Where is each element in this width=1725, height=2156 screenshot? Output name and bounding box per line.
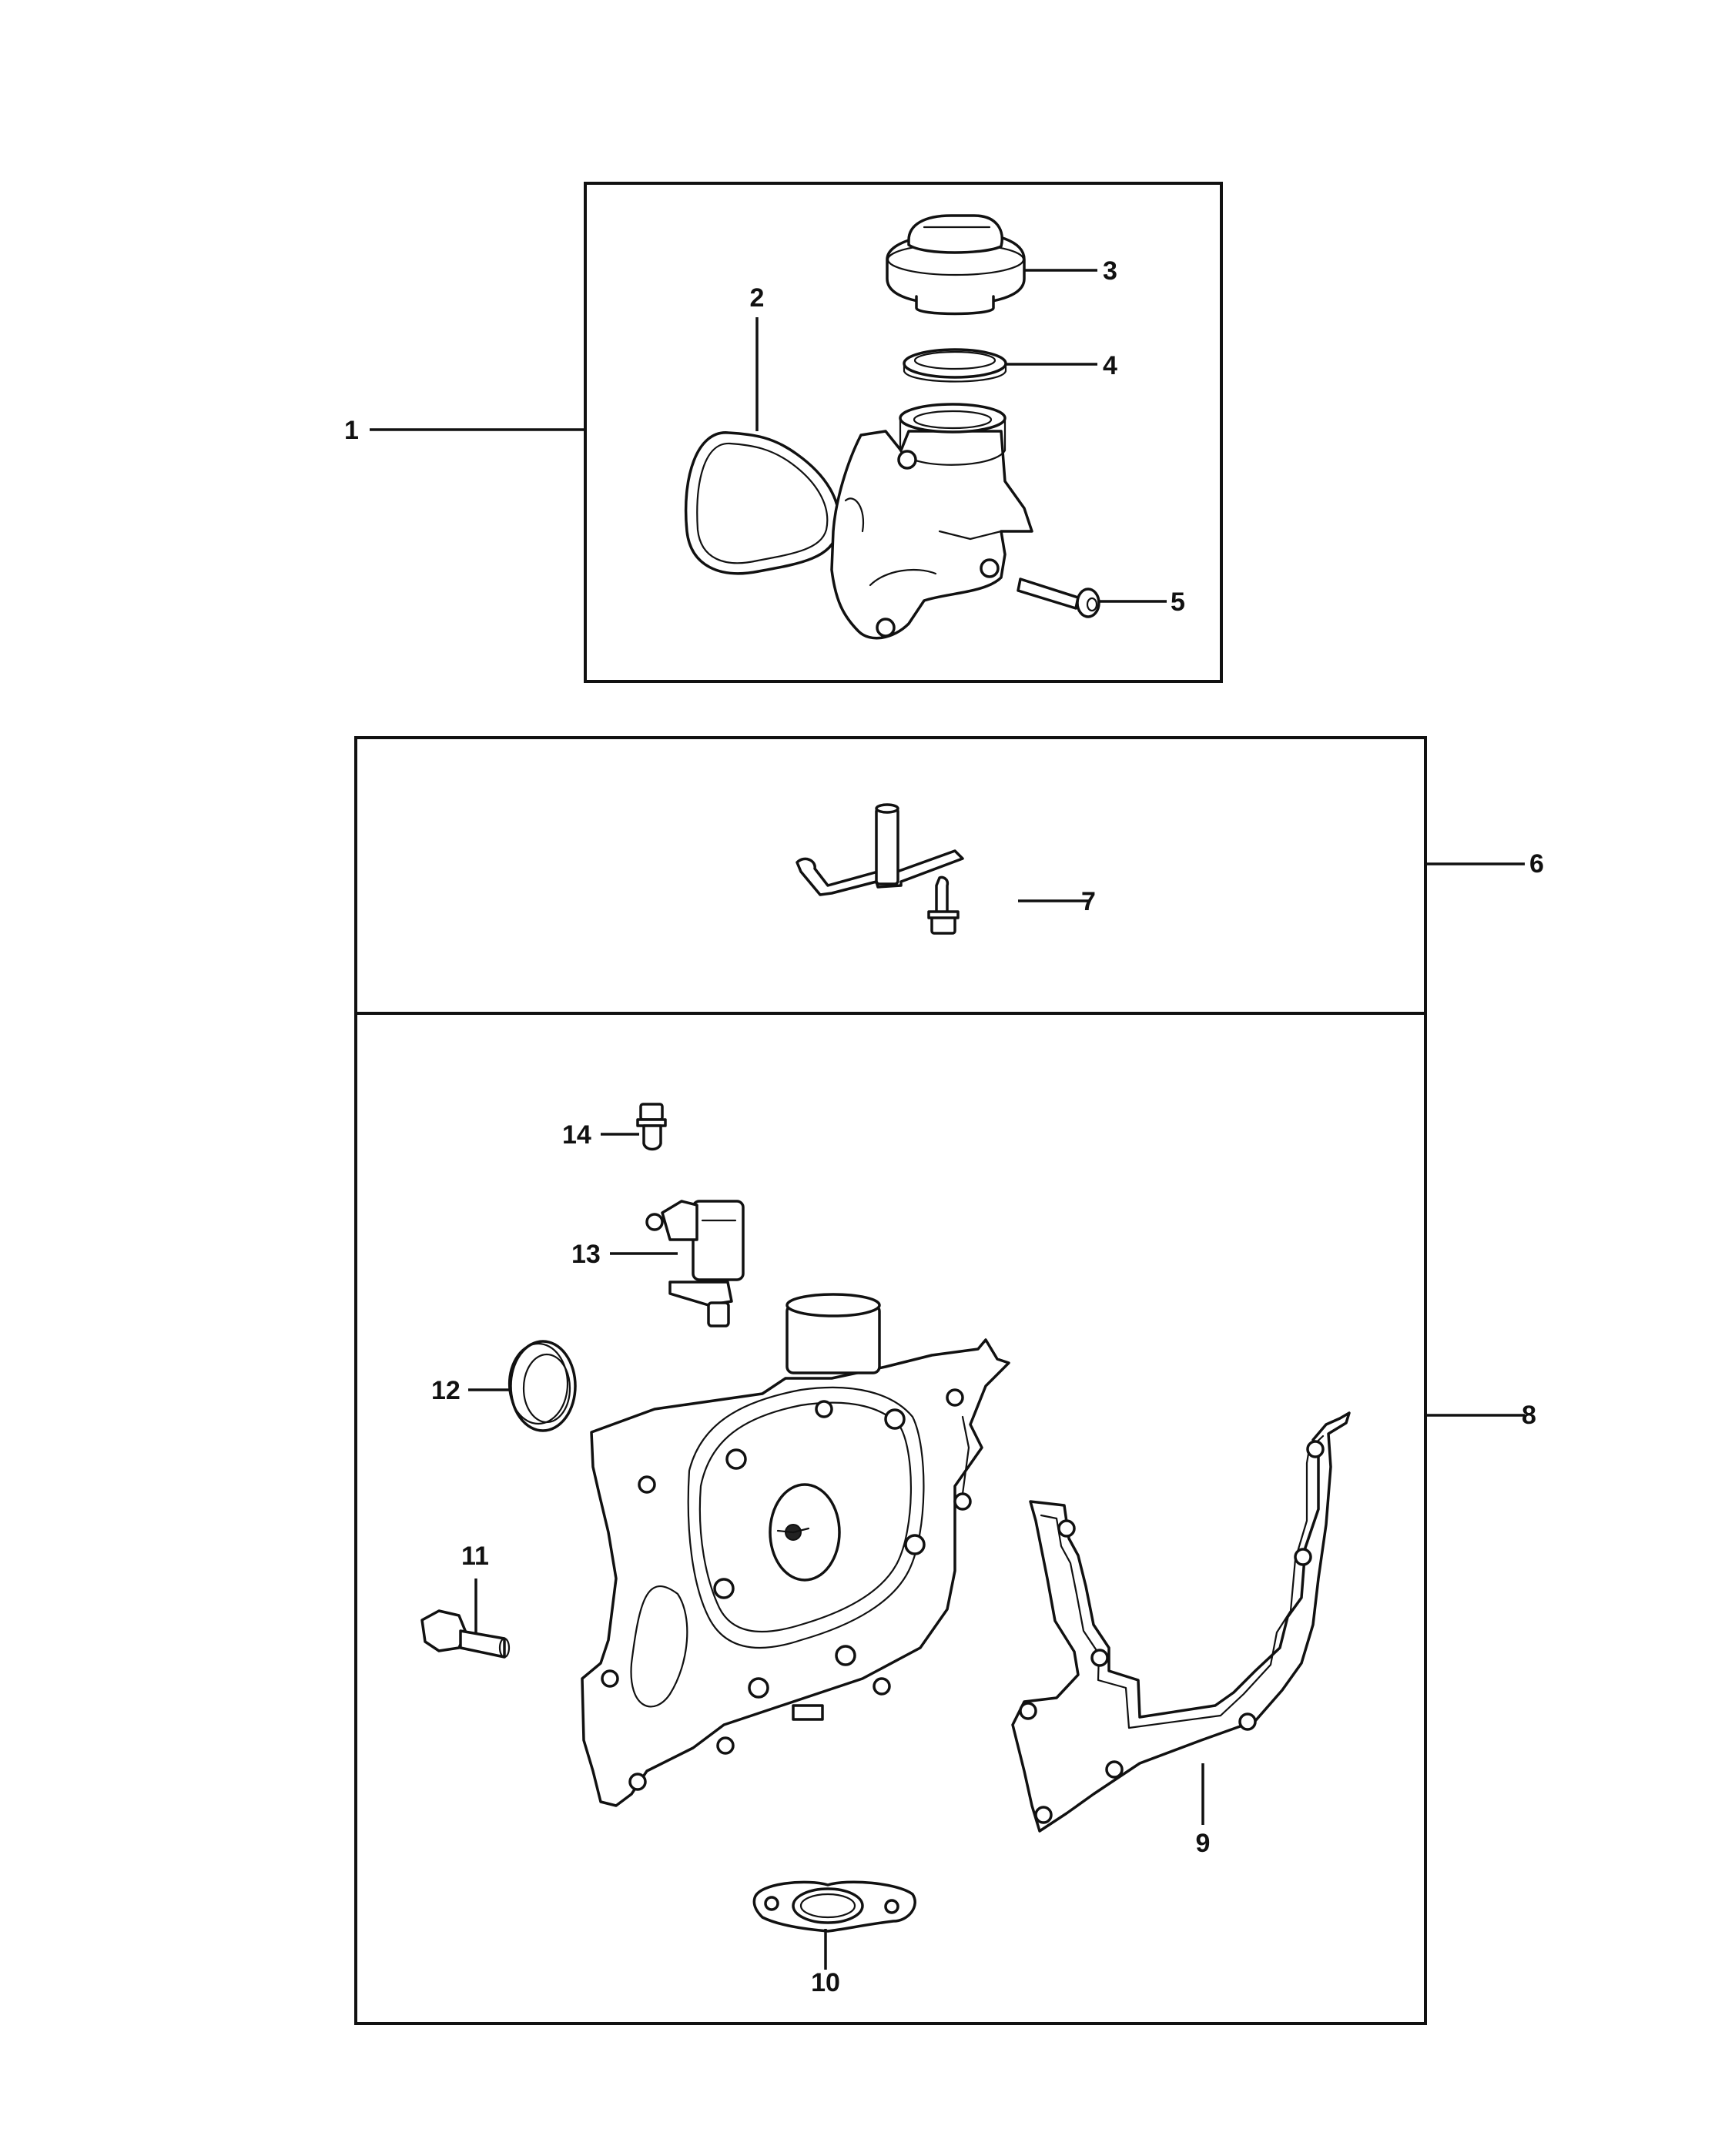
bolt-part-7 [927,875,960,935]
bolt-part-11 [420,1609,511,1659]
bolt-part-5 [1017,578,1100,618]
callout-8: 8 [1522,1401,1536,1430]
callout-7: 7 [1081,887,1096,916]
callout-4: 4 [1103,351,1117,380]
callout-12: 12 [431,1376,461,1405]
gasket-part-9 [1011,1411,1351,1833]
solenoid-part-13 [645,1200,745,1327]
housing-part-1 [830,403,1033,640]
callout-13: 13 [571,1240,601,1269]
seal-ring-part-4 [903,348,1007,383]
callout-1: 1 [344,416,359,445]
assembly-lower-frame [354,736,1427,2025]
cap-part-3 [886,214,1026,316]
bolt-part-14 [636,1103,667,1151]
callout-5: 5 [1171,588,1185,617]
gasket-part-2 [684,431,841,575]
tube-part-6 [796,803,964,896]
callout-3: 3 [1103,256,1117,286]
oil-pump-cover-part-8 [581,1293,1010,1807]
callout-2: 2 [750,283,765,313]
seal-part-12 [507,1340,577,1432]
callout-11: 11 [461,1542,489,1571]
assembly-1-frame [584,182,1223,683]
callout-9: 9 [1196,1829,1211,1858]
gasket-part-10 [752,1880,916,1933]
callout-10: 10 [811,1968,840,1997]
callout-14: 14 [562,1120,591,1150]
callout-6: 6 [1529,849,1544,879]
